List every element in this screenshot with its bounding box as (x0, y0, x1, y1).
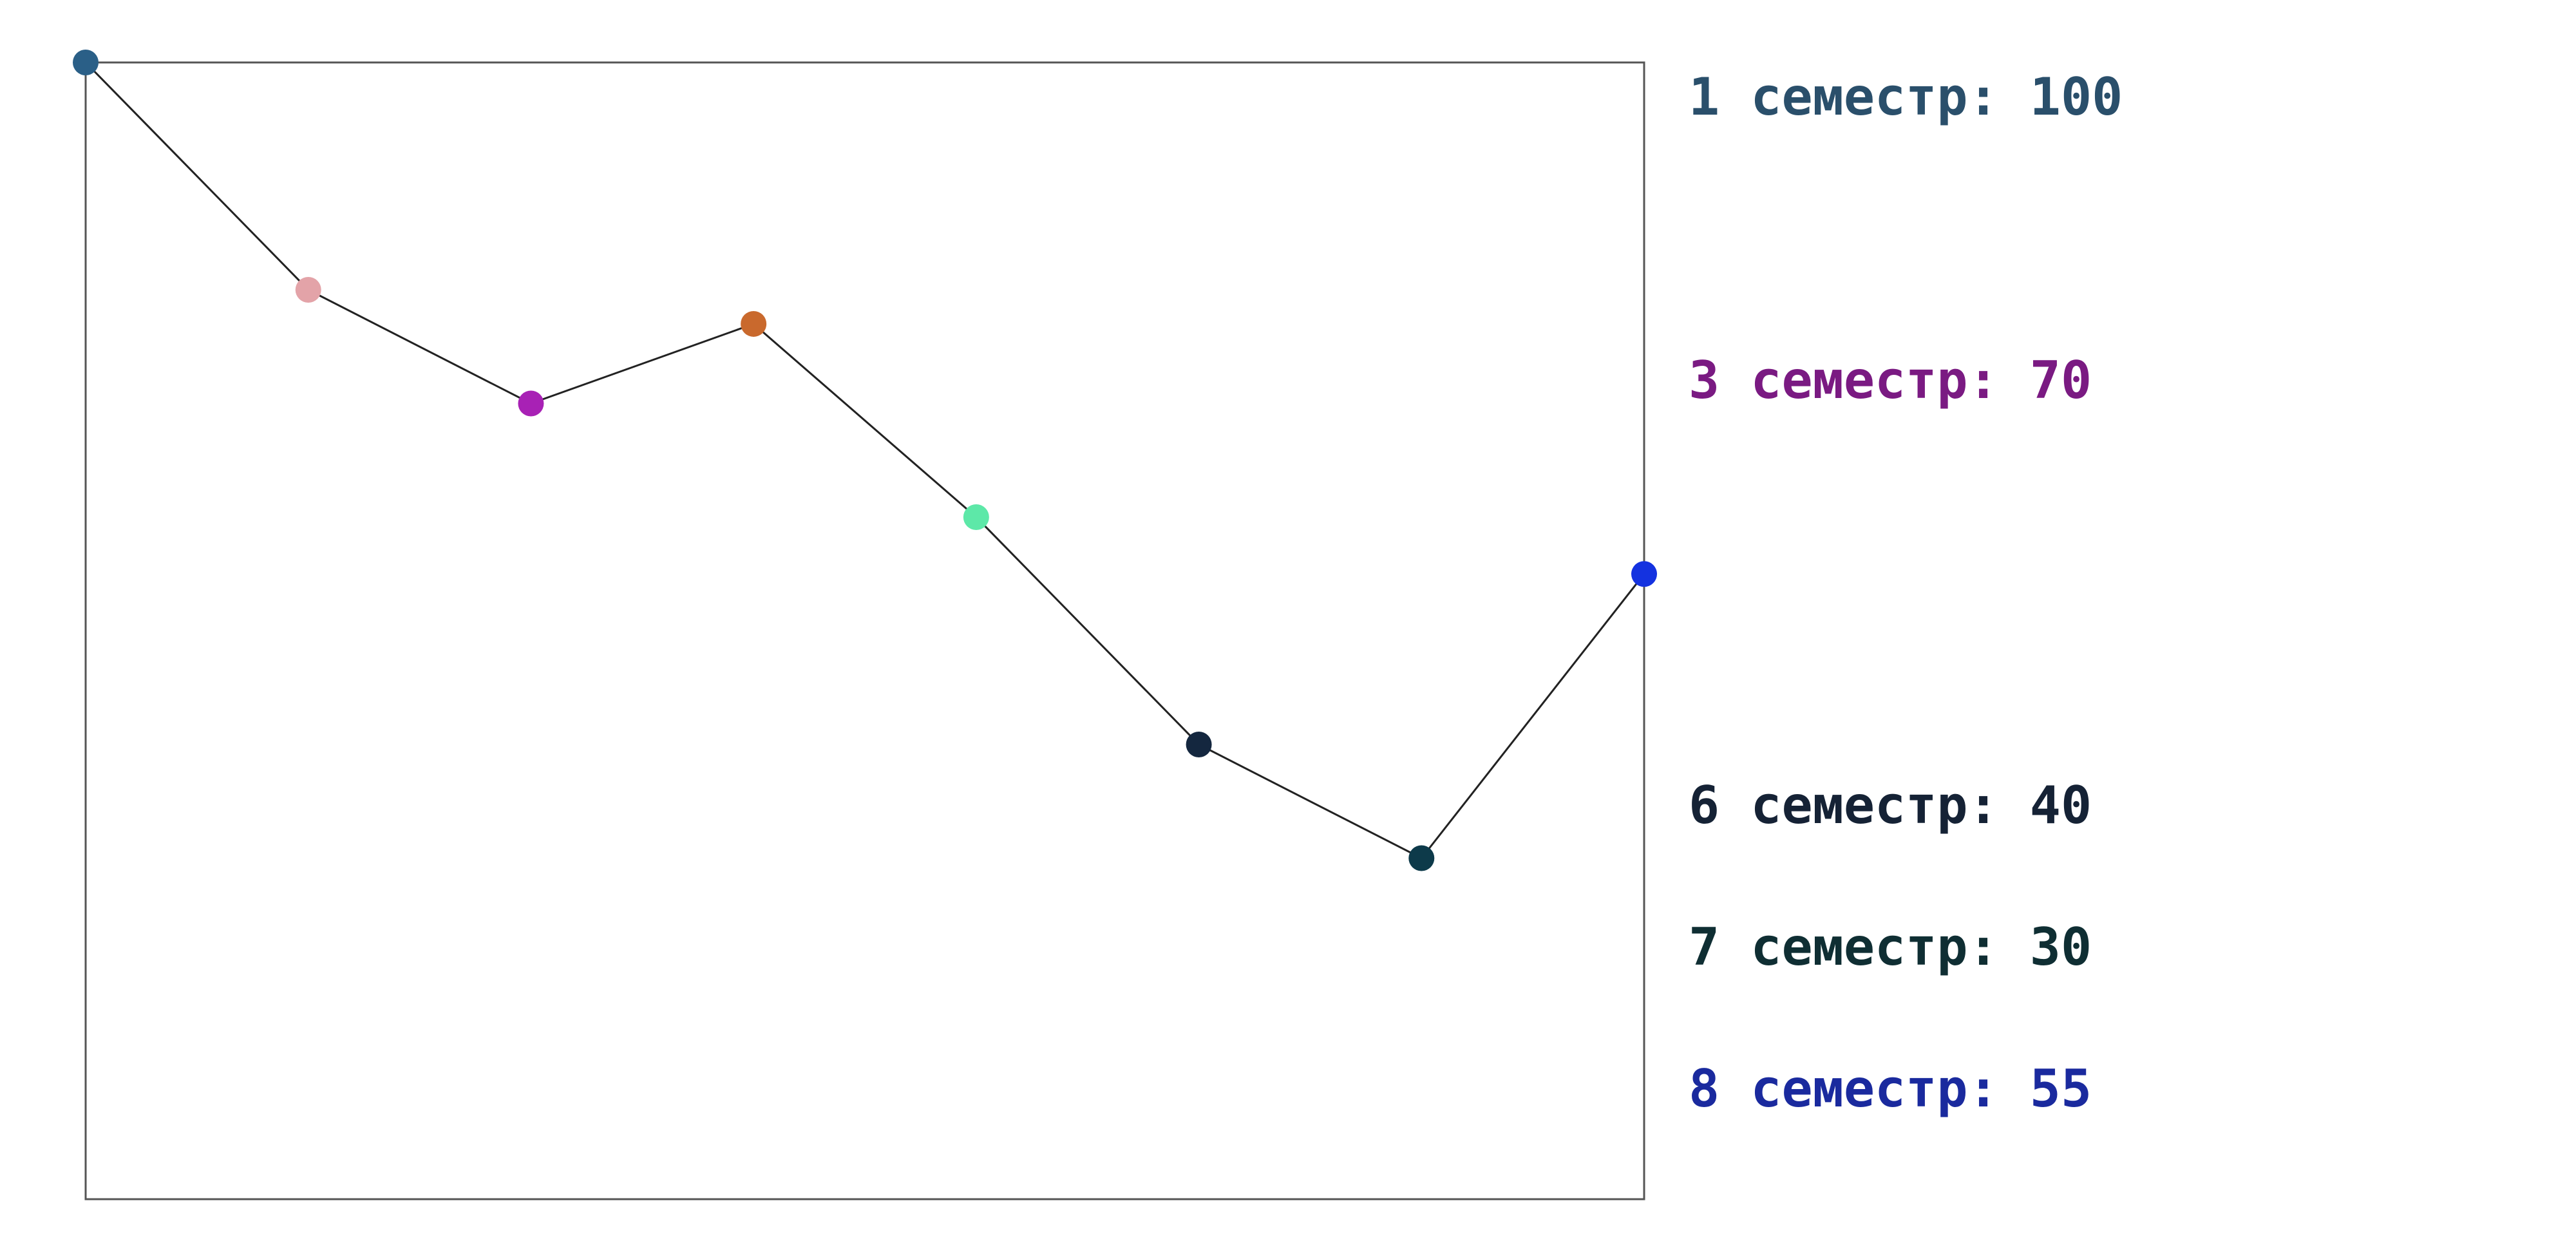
series-line-layer (84, 61, 1645, 860)
data-point-6 (1186, 732, 1212, 757)
legend-item-7: 7 семестр: 30 (1689, 917, 2092, 977)
legend-item-1: 1 семестр: 100 (1689, 67, 2123, 127)
data-point-2 (295, 277, 321, 303)
legend-item-3: 3 семестр: 70 (1689, 350, 2092, 410)
legend-item-6: 6 семестр: 40 (1689, 775, 2092, 835)
data-point-8 (1631, 561, 1657, 587)
legend-item-4: 4 семестр: 77 (1687, 491, 2092, 553)
data-points-layer (73, 50, 1657, 871)
legend-item-2: 2 семестр: 80 (1687, 208, 2092, 270)
legend: 1 семестр: 100 2 семестр: 80 3 семестр: … (1687, 62, 2123, 1195)
legend-item-8: 8 семестр: 55 (1689, 1059, 2092, 1119)
data-point-7 (1408, 845, 1435, 871)
data-point-4 (741, 310, 767, 337)
legend-item-5: 5 семестр: 60 (1687, 633, 2092, 695)
data-point-3 (518, 390, 544, 417)
data-point-1 (73, 50, 99, 75)
data-point-5 (963, 504, 989, 530)
series-line (84, 61, 1645, 860)
plot-frame (84, 61, 1645, 1200)
